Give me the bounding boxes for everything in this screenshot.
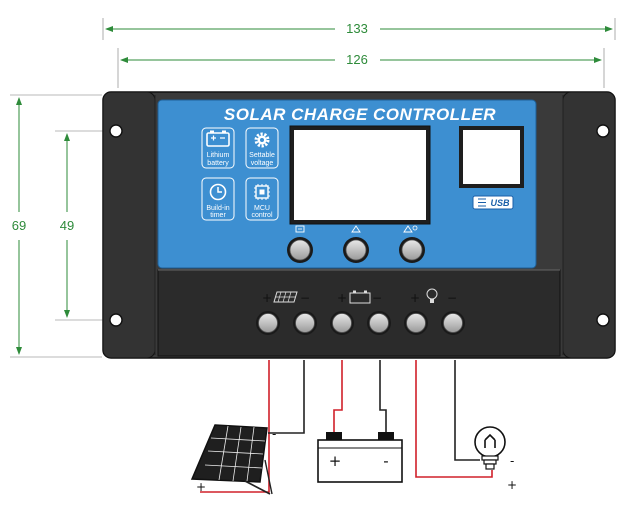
- indicator-window: [459, 126, 524, 188]
- menu-button[interactable]: [287, 225, 313, 263]
- battery-plus-label: +: [329, 452, 342, 470]
- svg-text:voltage: voltage: [251, 160, 274, 167]
- down-arrow-icon: [403, 225, 418, 233]
- terminal-load-plus: [404, 311, 428, 335]
- solar-panel: - +: [190, 424, 276, 495]
- wire-load-minus: [454, 360, 480, 461]
- dimension-inner-width-label: 126: [346, 52, 368, 67]
- lcd-screen: [289, 125, 431, 225]
- gear-icon: [254, 132, 270, 148]
- lightbulb-icon: [426, 288, 438, 303]
- mounting-hole-bottom-left: [109, 313, 123, 327]
- terminal-battery-plus: [330, 311, 354, 335]
- terminal-label-battery: + −: [337, 290, 382, 305]
- svg-text:Settable: Settable: [249, 152, 275, 159]
- load-minus-label: -: [510, 454, 514, 468]
- dimension-total-width: 133: [102, 18, 616, 40]
- feature-lithium-battery: Lithium battery: [201, 127, 235, 169]
- terminal-battery-minus: [367, 311, 391, 335]
- solar-panel-icon: [273, 291, 298, 303]
- light-bulb: - +: [474, 426, 517, 492]
- dimension-hole-spacing-label: 49: [60, 218, 74, 233]
- battery-icon: [349, 290, 371, 304]
- svg-text:+: +: [262, 291, 272, 305]
- wire-load-plus: [415, 360, 493, 478]
- feature-settable-voltage: Settable voltage: [245, 127, 279, 169]
- usb-label: USB: [490, 198, 510, 208]
- svg-text:+: +: [337, 291, 347, 305]
- wires: [200, 360, 493, 493]
- controller-title: SOLAR CHARGE CONTROLLER: [224, 105, 496, 124]
- wire-battery-minus: [379, 360, 387, 432]
- battery-icon: [206, 130, 230, 147]
- svg-text:Build-in: Build-in: [206, 205, 229, 212]
- svg-text:−: −: [447, 291, 457, 305]
- svg-text:Lithium: Lithium: [207, 152, 230, 159]
- battery-minus-label: -: [383, 452, 388, 470]
- terminal-load-minus: [441, 311, 465, 335]
- wire-solar-minus: [268, 360, 305, 434]
- svg-text:battery: battery: [207, 160, 229, 167]
- panel-plus-label: +: [196, 480, 206, 494]
- load-plus-label: +: [507, 478, 517, 492]
- feature-mcu-control: MCU control: [245, 177, 279, 221]
- dimension-hole-spacing: 49: [55, 130, 108, 321]
- up-button[interactable]: [343, 225, 369, 263]
- wire-battery-plus: [333, 360, 343, 432]
- dimension-total-height: 69: [10, 94, 102, 358]
- panel-minus-label: -: [272, 427, 276, 441]
- terminal-label-load: + −: [410, 288, 457, 305]
- feature-build-in-timer: Build-in timer: [201, 177, 235, 221]
- svg-text:+: +: [410, 291, 420, 305]
- svg-text:−: −: [300, 291, 310, 305]
- up-arrow-icon: [351, 225, 361, 233]
- menu-icon: [295, 225, 305, 233]
- clock-icon: [209, 183, 227, 201]
- terminal-solar-minus: [293, 311, 317, 335]
- front-panel: SOLAR CHARGE CONTROLLER Lithium battery …: [157, 99, 537, 269]
- down-button[interactable]: [399, 225, 425, 263]
- svg-text:−: −: [372, 291, 382, 305]
- mounting-hole-top-right: [596, 124, 610, 138]
- mounting-hole-top-left: [109, 124, 123, 138]
- usb-port: USB: [472, 195, 514, 210]
- terminal-label-solar: + −: [262, 291, 310, 305]
- chip-icon: [254, 184, 270, 200]
- svg-text:control: control: [251, 212, 272, 219]
- dimension-total-width-label: 133: [346, 21, 368, 36]
- battery: + -: [317, 432, 403, 483]
- dimension-total-height-label: 69: [12, 218, 26, 233]
- terminal-solar-plus: [256, 311, 280, 335]
- terminal-screws: [256, 311, 465, 335]
- svg-text:timer: timer: [210, 212, 226, 219]
- wire-solar-plus: [200, 360, 270, 493]
- dimension-inner-width: 126: [117, 48, 605, 88]
- svg-text:MCU: MCU: [254, 205, 270, 212]
- mounting-hole-bottom-right: [596, 313, 610, 327]
